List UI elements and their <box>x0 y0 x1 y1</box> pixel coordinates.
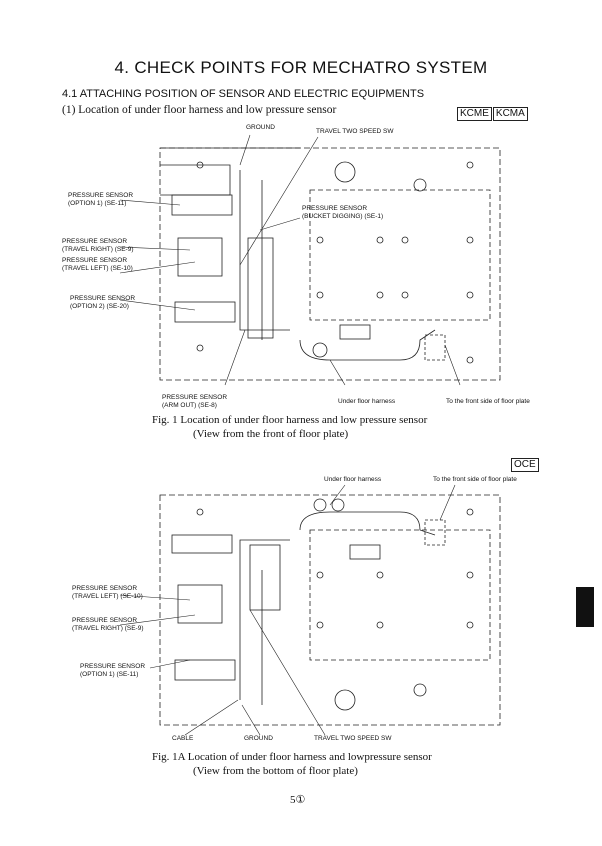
label-front: To the front side of floor plate <box>446 398 530 405</box>
label-opt1: PRESSURE SENSOR(OPTION 1) (SE-11) <box>68 192 134 207</box>
fig1-diagram <box>119 134 501 386</box>
label-opt1: PRESSURE SENSOR(OPTION 1) (SE-11) <box>80 663 146 678</box>
label-opt2: PRESSURE SENSOR(OPTION 2) (SE-20) <box>70 295 136 310</box>
label-bucket: PRESSURE SENSOR(BUCKET DIGGING) (SE-1) <box>302 205 384 220</box>
model-tag: KCME <box>457 107 492 121</box>
section-heading: 4.1 ATTACHING POSITION OF SENSOR AND ELE… <box>62 88 425 100</box>
fig1a-diagram <box>119 484 501 736</box>
model-tags-fig1a: OCE <box>510 454 539 472</box>
label-ground: GROUND <box>246 124 275 131</box>
section-tab-marker <box>576 587 594 627</box>
subsection-heading: (1) Location of under floor harness and … <box>62 104 337 116</box>
fig1-caption: Fig. 1 Location of under floor harness a… <box>152 414 428 426</box>
label-travel-sw: TRAVEL TWO SPEED SW <box>314 735 392 742</box>
page-number: 5① <box>290 794 306 806</box>
label-arm-out: PRESSURE SENSOR(ARM OUT) (SE-8) <box>162 394 228 409</box>
label-travel-left: PRESSURE SENSOR(TRAVEL LEFT) (SE-10) <box>62 257 133 272</box>
label-travel-sw: TRAVEL TWO SPEED SW <box>316 128 394 135</box>
label-front: To the front side of floor plate <box>433 476 517 483</box>
fig1a-caption: Fig. 1A Location of under floor harness … <box>152 751 432 763</box>
label-harness: Under floor harness <box>338 398 396 405</box>
model-tag: OCE <box>511 458 539 472</box>
fig1a-caption-sub: (View from the bottom of floor plate) <box>193 765 358 777</box>
fig1-caption-sub: (View from the front of floor plate) <box>193 428 349 440</box>
label-harness: Under floor harness <box>324 476 382 483</box>
label-travel-right: PRESSURE SENSOR(TRAVEL RIGHT) (SE-9) <box>72 617 144 632</box>
label-travel-right: PRESSURE SENSOR(TRAVEL RIGHT) (SE-9) <box>62 238 134 253</box>
label-cable: CABLE <box>172 735 194 742</box>
label-travel-left: PRESSURE SENSOR(TRAVEL LEFT) (SE-10) <box>72 585 143 600</box>
label-ground: GROUND <box>244 735 273 742</box>
model-tag: KCMA <box>492 107 528 121</box>
page-title: 4. CHECK POINTS FOR MECHATRO SYSTEM <box>114 58 488 77</box>
